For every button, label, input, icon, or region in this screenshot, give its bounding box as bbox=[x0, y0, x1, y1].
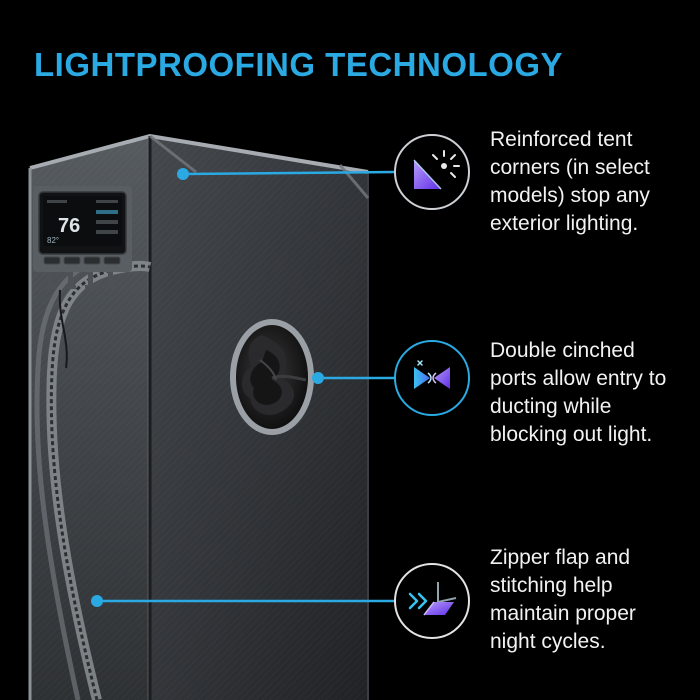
controller-buttons bbox=[43, 256, 121, 265]
callout-line-1 bbox=[182, 170, 397, 176]
callout-dot-3 bbox=[91, 595, 103, 607]
duct-port bbox=[230, 319, 314, 435]
controller-cable bbox=[58, 289, 68, 369]
callout-text-2: Double cinched ports allow entry to duct… bbox=[490, 339, 667, 446]
controller-device: 76 82° bbox=[33, 186, 132, 369]
callout-text-1: Reinforced tent corners (in select model… bbox=[490, 128, 650, 235]
corner-stitch-left bbox=[149, 134, 197, 174]
corner-light-icon bbox=[413, 150, 460, 190]
cinched-port-icon bbox=[414, 360, 450, 389]
callout-badge-2 bbox=[394, 340, 470, 416]
callout-badge-1 bbox=[394, 134, 470, 210]
callout-badge-3 bbox=[394, 563, 470, 639]
door-seam bbox=[34, 253, 107, 700]
callout-text-3: Zipper flap and stitching help maintain … bbox=[490, 546, 636, 653]
controller-hooks bbox=[45, 272, 116, 289]
callout-dot-1 bbox=[177, 168, 189, 180]
callout-dot-2 bbox=[312, 372, 324, 384]
duct-port-fabric bbox=[241, 335, 307, 415]
controller-main-reading: 76 bbox=[58, 215, 80, 237]
corner-stitch-right bbox=[338, 164, 370, 199]
callout-dots bbox=[91, 168, 324, 607]
zipper-flap-icon bbox=[408, 582, 457, 616]
callout-connectors bbox=[97, 170, 397, 603]
controller-sub-reading: 82° bbox=[47, 236, 59, 245]
grow-tent: 76 82° bbox=[28, 133, 370, 700]
page-title: LIGHTPROOFING TECHNOLOGY bbox=[34, 46, 563, 83]
